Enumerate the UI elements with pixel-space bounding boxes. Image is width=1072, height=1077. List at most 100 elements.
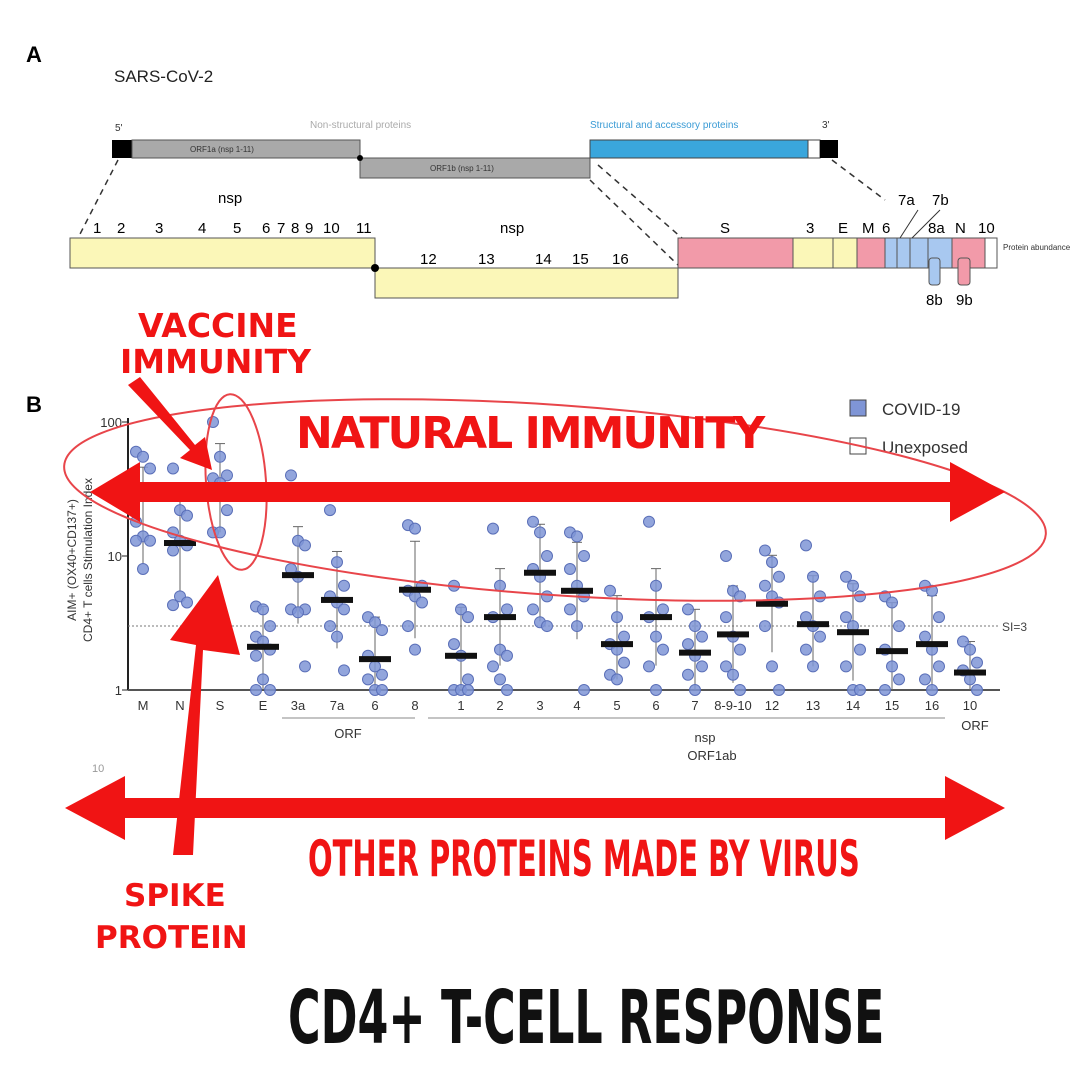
- panel-b-chart: B AIM+ (OX40+CD137+) CD4+ T cells Stimul…: [26, 392, 1027, 775]
- data-point: [409, 522, 421, 535]
- data-point: [964, 673, 976, 686]
- data-point: [376, 624, 388, 637]
- x-tick-label: 2: [496, 698, 503, 713]
- x-tick-label: 14: [846, 698, 860, 713]
- data-point: [221, 504, 233, 517]
- data-point: [657, 643, 669, 656]
- panel-a-genome-diagram: A SARS-CoV-2 5' Non-structural proteins …: [26, 42, 1071, 309]
- data-point: [501, 684, 513, 696]
- structural-protein-label: E: [838, 220, 848, 237]
- other-proteins-label: OTHER PROTEINS MADE BY VIRUS: [308, 830, 860, 888]
- data-point: [611, 611, 623, 624]
- spike-up-arrow: [170, 575, 240, 855]
- data-point: [167, 462, 179, 475]
- data-point: [487, 522, 499, 535]
- utr3-white: [807, 139, 821, 159]
- data-point: [571, 530, 583, 543]
- x-tick-label: 3a: [291, 698, 306, 713]
- data-point: [933, 611, 945, 624]
- median-bar: [717, 631, 749, 638]
- nsp-label-b: nsp: [500, 220, 524, 237]
- data-point: [324, 504, 336, 517]
- data-point: [331, 630, 343, 643]
- data-point: [682, 668, 694, 681]
- x-tick-label: 12: [765, 698, 779, 713]
- median-bar: [561, 587, 593, 594]
- orf1b-label: ORF1b (nsp 1-11): [430, 164, 494, 173]
- data-point: [137, 450, 149, 463]
- nsp-label: 5: [233, 220, 241, 237]
- x-tick-label: 3: [536, 698, 543, 713]
- data-point: [285, 469, 297, 482]
- median-bar: [164, 540, 196, 547]
- data-point: [331, 556, 343, 569]
- y-axis-label-1: AIM+ (OX40+CD137+): [65, 499, 79, 621]
- median-bar: [247, 643, 279, 650]
- data-point: [604, 584, 616, 597]
- data-point: [534, 526, 546, 539]
- next-panel-tick: 10: [92, 763, 104, 775]
- data-point: [541, 550, 553, 562]
- data-point: [650, 630, 662, 643]
- m-block: [856, 237, 886, 269]
- data-point: [800, 643, 812, 656]
- median-bar: [954, 669, 986, 676]
- x-tick-label: 1: [457, 698, 464, 713]
- natural-immunity-double-arrow: [90, 462, 1005, 522]
- data-point: [527, 515, 539, 528]
- nsp-label: 3: [155, 220, 163, 237]
- nsp12-16-bar: [374, 267, 679, 299]
- data-point: [773, 684, 785, 696]
- y-axis-label-2: CD4+ T cells Stimulation Index: [81, 478, 95, 642]
- data-point: [541, 590, 553, 603]
- data-point: [416, 596, 428, 609]
- orf6-7-block: [884, 237, 929, 269]
- structural-protein-label: 8a: [928, 220, 945, 237]
- data-point: [919, 630, 931, 643]
- nsp-label: 9: [305, 220, 313, 237]
- x-tick-label: 6: [371, 698, 378, 713]
- data-point: [800, 539, 812, 552]
- x-tick-label: 7: [691, 698, 698, 713]
- group-label-orf10: ORF: [961, 718, 989, 733]
- x-tick-label: 8-9-10: [714, 698, 752, 713]
- data-point: [527, 603, 539, 616]
- data-point: [734, 684, 746, 696]
- vaccine-label-line2: IMMUNITY: [120, 342, 312, 381]
- median-bar: [756, 600, 788, 607]
- x-tick-label: N: [175, 698, 184, 713]
- junction-dot: [371, 264, 379, 272]
- data-point: [840, 660, 852, 673]
- y-tick-label: 1: [115, 683, 122, 698]
- data-point: [919, 673, 931, 686]
- utr5-block: [112, 140, 132, 158]
- data-point: [299, 539, 311, 552]
- median-bar: [640, 614, 672, 621]
- legend-swatch-covid: [849, 399, 867, 417]
- y-tick-label: 100: [100, 415, 122, 430]
- data-point: [657, 603, 669, 616]
- protein-abundance-label: Protein abundance: [1003, 243, 1071, 252]
- x-tick-label: 10: [963, 698, 977, 713]
- data-point: [257, 603, 269, 616]
- data-point: [462, 611, 474, 624]
- data-point: [578, 550, 590, 562]
- data-point: [338, 664, 350, 677]
- median-bar: [282, 572, 314, 579]
- five-prime-label: 5': [115, 123, 123, 134]
- data-point: [759, 620, 771, 633]
- data-point: [338, 579, 350, 592]
- vaccine-label-line1: VACCINE: [138, 306, 298, 345]
- data-point: [448, 638, 460, 651]
- data-point: [487, 660, 499, 673]
- x-tick-label: 7a: [330, 698, 345, 713]
- data-point: [376, 668, 388, 681]
- data-point: [264, 620, 276, 633]
- data-point: [455, 603, 467, 616]
- nsp-label: 14: [535, 251, 552, 268]
- data-point: [541, 620, 553, 633]
